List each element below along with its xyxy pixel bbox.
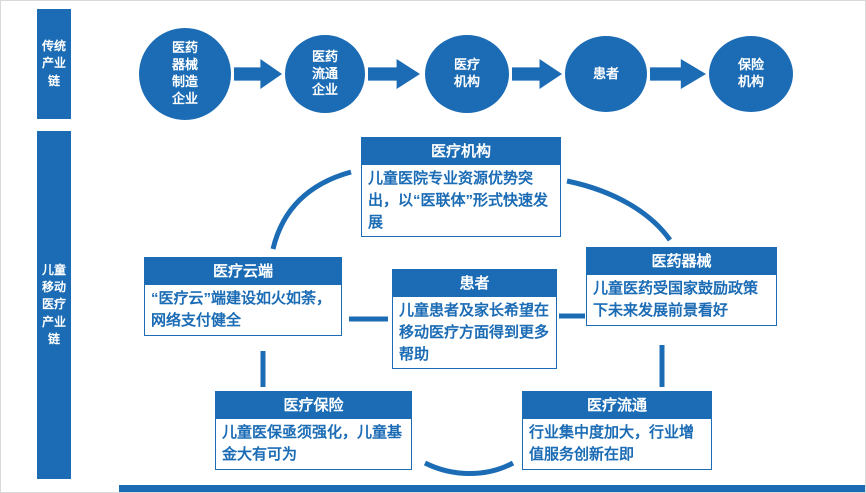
node-circulation-title: 医疗流通	[522, 391, 712, 418]
traditional-chain-label: 传统产业链	[41, 38, 66, 88]
chain-node-insurance-label: 保险机构	[738, 57, 765, 89]
chain-node-distribution: 医药流通企业	[285, 35, 365, 113]
chain-node-institution-label: 医疗机构	[454, 57, 481, 89]
node-circulation: 医疗流通 行业集中度加大，行业增值服务创新在即	[522, 391, 712, 470]
node-patient: 患者 儿童患者及家长希望在移动医疗方面得到更多帮助	[392, 269, 557, 370]
chain-node-patient: 患者	[565, 36, 647, 112]
bottom-accent-bar	[119, 485, 865, 492]
arrow-insurance-circulation	[423, 460, 515, 476]
node-cloud-body: “医疗云”端建设如火如荼，网络支付健全	[144, 284, 342, 336]
arrow-institution-to-device	[566, 178, 673, 242]
node-patient-body: 儿童患者及家长希望在移动医疗方面得到更多帮助	[392, 296, 557, 370]
node-insurance-body: 儿童医保亟须强化，儿童基金大有可为	[215, 418, 412, 470]
node-cloud: 医疗云端 “医疗云”端建设如火如荼，网络支付健全	[144, 257, 342, 336]
node-institution: 医疗机构 儿童医院专业资源优势突出，以“医联体”形式快速发展	[361, 137, 561, 238]
flow-arrow-icon	[234, 59, 282, 89]
flow-arrow-icon	[650, 59, 706, 89]
flow-arrow-icon	[368, 59, 420, 89]
flow-arrow-icon	[512, 59, 562, 89]
chain-node-institution: 医疗机构	[425, 35, 509, 113]
mobile-chain-label: 儿童移动医疗产业链	[41, 262, 66, 347]
chain-node-insurance: 保险机构	[709, 36, 793, 112]
node-device-body: 儿童医药受国家鼓励政策下未来发展前景看好	[586, 274, 777, 326]
chain-node-manufacturer-label: 医药器械制造企业	[172, 40, 199, 106]
node-patient-title: 患者	[392, 269, 557, 296]
mobile-chain-sidebar: 儿童移动医疗产业链	[37, 131, 71, 479]
node-device: 医药器械 儿童医药受国家鼓励政策下未来发展前景看好	[586, 247, 777, 326]
node-cloud-title: 医疗云端	[144, 257, 342, 284]
node-institution-title: 医疗机构	[361, 137, 561, 164]
arrow-cloud-to-institution	[270, 169, 352, 250]
node-insurance-title: 医疗保险	[215, 391, 412, 418]
chain-node-manufacturer: 医药器械制造企业	[139, 28, 231, 120]
node-circulation-body: 行业集中度加大，行业增值服务创新在即	[522, 418, 712, 470]
traditional-chain-sidebar: 传统产业链	[37, 9, 71, 119]
node-device-title: 医药器械	[586, 247, 777, 274]
node-insurance: 医疗保险 儿童医保亟须强化，儿童基金大有可为	[215, 391, 412, 470]
chain-node-patient-label: 患者	[593, 65, 620, 81]
chain-node-distribution-label: 医药流通企业	[312, 48, 339, 98]
node-institution-body: 儿童医院专业资源优势突出，以“医联体”形式快速发展	[361, 164, 561, 238]
